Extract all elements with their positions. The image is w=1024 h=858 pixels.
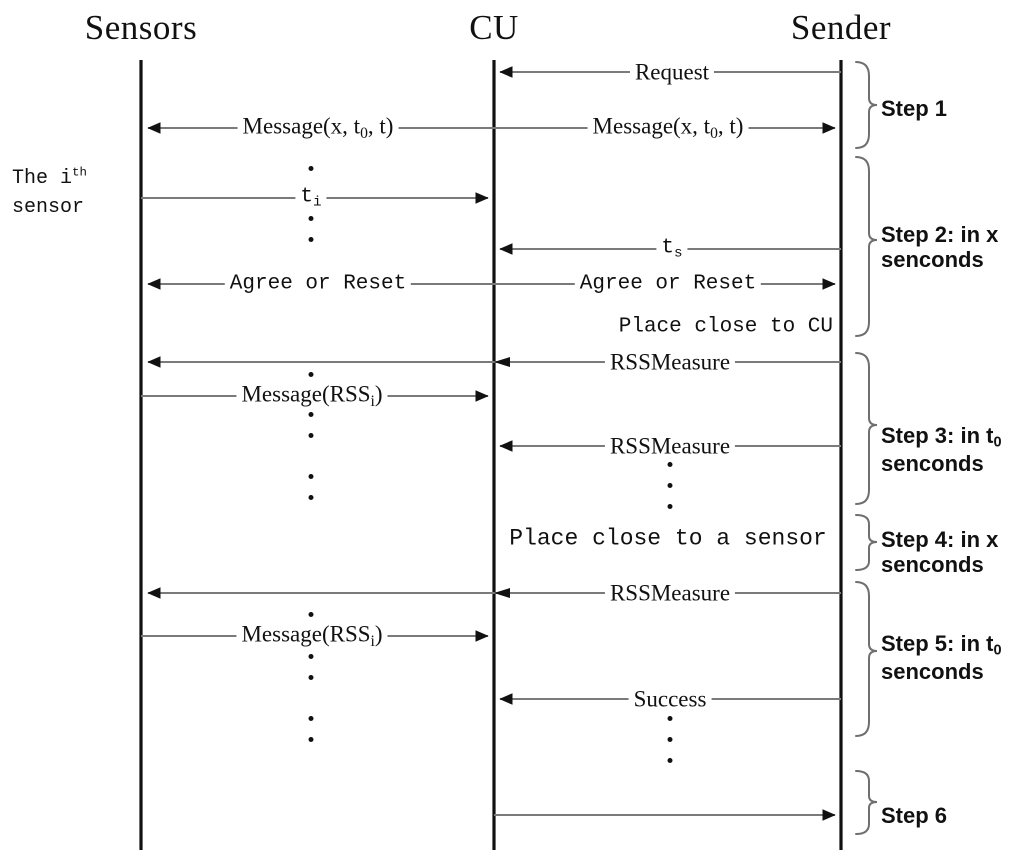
step-label-1: Step 1 — [881, 96, 947, 121]
arrowhead-rss-measure-3-cu — [494, 588, 510, 598]
message-label-request: Request — [629, 60, 715, 84]
brace-step-5 — [855, 581, 878, 737]
note-place-close-to-cu: Place close to CU — [618, 315, 833, 339]
message-label-agree-right: Agree or Reset — [574, 273, 762, 295]
step-label-1-line1: Step 1 — [881, 96, 948, 121]
side-note-ith-sensor: The ith sensor — [12, 164, 87, 222]
message-label-ts: ts — [656, 237, 688, 261]
step-label-4-line1: Step 4: in x — [881, 527, 999, 552]
ellipsis-rss-left-2-below — [308, 654, 314, 680]
message-label-rss-measure-3: RSSMeasure — [604, 581, 736, 605]
step-label-2-line1: Step 2: in x — [881, 222, 999, 247]
message-label-message-right-1: Message(x, t0, t) — [587, 114, 749, 142]
step-label-3-line2: senconds — [881, 451, 984, 477]
ellipsis-rss-left-lower — [308, 474, 314, 500]
column-header-sensors: Sensors — [84, 8, 198, 47]
step-label-5-line1: Step 5: in t0 — [881, 631, 1002, 659]
message-label-rss-measure-4: Success — [628, 687, 712, 711]
brace-step-2 — [855, 156, 878, 337]
message-label-message-rss-2: Message(RSSi) — [236, 622, 388, 650]
column-header-sender: Sender — [790, 8, 892, 47]
message-label-ti: ti — [295, 186, 327, 210]
step-braces-group — [855, 61, 878, 835]
ellipsis-rss-left-below — [308, 412, 314, 438]
side-note-line-1: The ith — [12, 165, 87, 190]
arrowhead-rss-measure-1-cu — [494, 357, 510, 367]
brace-step-3 — [855, 352, 878, 505]
step-label-6: Step 6 — [881, 803, 947, 828]
message-label-rss-measure-1: RSSMeasure — [604, 350, 736, 374]
brace-step-6 — [855, 770, 878, 835]
message-label-message-left-1: Message(x, t0, t) — [237, 114, 399, 142]
step-label-3: Step 3: in t0 senconds — [881, 423, 1002, 477]
ellipsis-rss-left-2-lower — [308, 716, 314, 742]
ellipsis-rss-mid-2 — [667, 716, 673, 763]
lifelines-group — [139, 60, 843, 850]
step-label-5-line2: senconds — [881, 659, 984, 685]
brace-step-1 — [855, 61, 878, 149]
column-header-cu: CU — [469, 8, 519, 47]
step-label-2: Step 2: in x senconds — [881, 222, 998, 273]
message-label-message-rss-1: Message(RSSi) — [236, 382, 388, 410]
ellipsis-ti-below — [308, 216, 314, 242]
step-label-4-line2: senconds — [881, 552, 984, 578]
ellipsis-rss-left-above — [308, 372, 314, 377]
message-label-rss-measure-2: RSSMeasure — [604, 434, 736, 458]
message-arrows-group — [141, 66, 841, 821]
message-label-agree-left: Agree or Reset — [224, 273, 412, 295]
step-label-6-line1: Step 6 — [881, 803, 948, 828]
brace-step-4 — [855, 514, 878, 571]
ellipsis-ti-above — [308, 166, 314, 171]
side-note-line-2: sensor — [12, 196, 85, 219]
step-label-5: Step 5: in t0 senconds — [881, 631, 1002, 685]
note-place-close-to-a-sensor: Place close to a sensor — [509, 525, 827, 552]
step-label-2-line2: senconds — [881, 247, 984, 273]
ellipsis-rss-mid-1 — [667, 462, 673, 509]
step-label-3-line1: Step 3: in t0 — [881, 423, 1002, 451]
step-label-4: Step 4: in x senconds — [881, 527, 998, 578]
ellipsis-rss-left-2-above — [308, 612, 314, 617]
